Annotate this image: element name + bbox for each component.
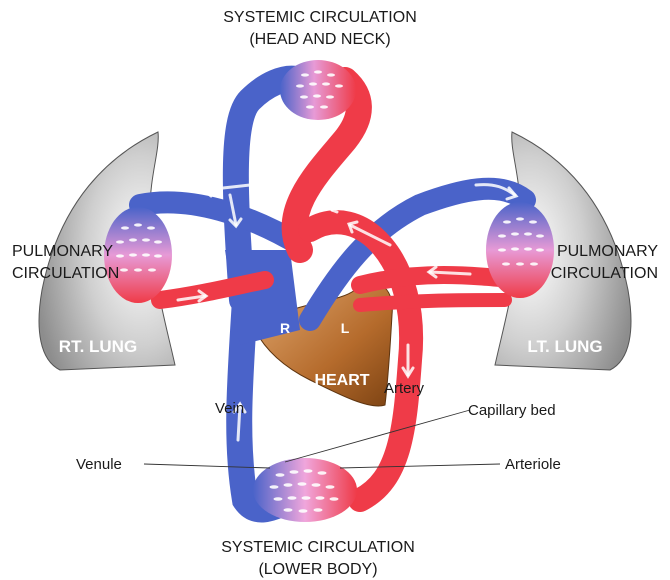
lt-lung-label: LT. LUNG [527, 337, 602, 356]
systemic-bottom-line1: SYSTEMIC CIRCULATION [221, 539, 415, 556]
venule-label: Venule [76, 456, 122, 473]
pulmonary-right-line1: PULMONARY [557, 243, 658, 260]
arteriole-label: Arteriole [505, 456, 561, 473]
capillary-bed-left-lung [486, 202, 554, 298]
vein-label: Vein [215, 400, 244, 417]
pulmonary-left-line2: CIRCULATION [12, 265, 119, 282]
heart-label: HEART [314, 372, 369, 389]
pointer-lines [144, 410, 500, 468]
systemic-top-line1: SYSTEMIC CIRCULATION [223, 9, 417, 26]
rt-lung-label: RT. LUNG [59, 337, 137, 356]
artery-label: Artery [384, 380, 425, 397]
pulmonary-right-line2: CIRCULATION [551, 265, 658, 282]
systemic-bottom-line2: (LOWER BODY) [258, 561, 377, 578]
capillary-bed-right-lung [104, 207, 172, 303]
right-chamber-label: R [280, 320, 290, 336]
systemic-top-line2: (HEAD AND NECK) [249, 31, 390, 48]
left-chamber-label: L [341, 320, 350, 336]
capillary-bed-head [280, 60, 356, 120]
capillary-bed-label: Capillary bed [468, 402, 556, 419]
pulmonary-left-line1: PULMONARY [12, 243, 113, 260]
